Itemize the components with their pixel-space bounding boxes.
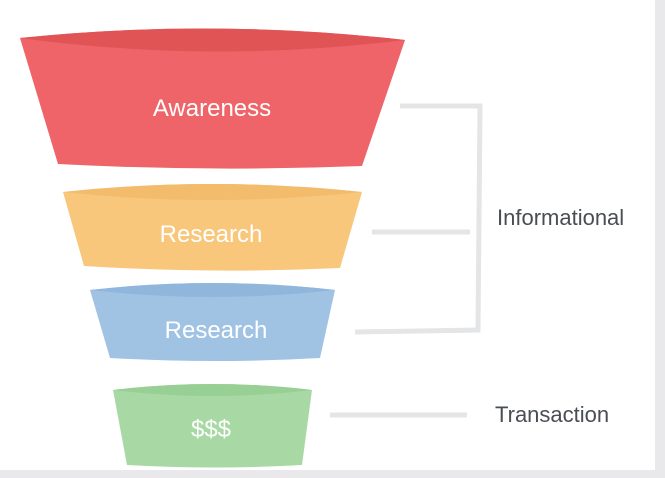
transaction-segment-top [113,384,312,396]
research-segment-1-top [63,184,362,200]
research-segment-1 [63,184,362,271]
informational-label: Informational [497,205,624,230]
awareness-segment-top [20,28,405,52]
research-segment-2-top [90,283,335,297]
funnel-stage-transaction: $$$ [113,384,312,468]
funnel-stage-research-1: Research [63,184,362,271]
transaction-segment [113,384,312,468]
transaction-label: Transaction [495,402,609,427]
research-label-1: Research [160,221,263,248]
research-label-2: Research [165,317,268,344]
informational-bracket [354,103,483,335]
money-label: $$$ [191,416,231,443]
bracket-outer [354,103,483,335]
funnel-stage-research-2: Research [90,283,335,361]
funnel-stage-awareness: Awareness [20,28,405,169]
awareness-label: Awareness [153,95,271,122]
research-segment-2 [90,283,335,361]
awareness-segment [20,28,405,169]
